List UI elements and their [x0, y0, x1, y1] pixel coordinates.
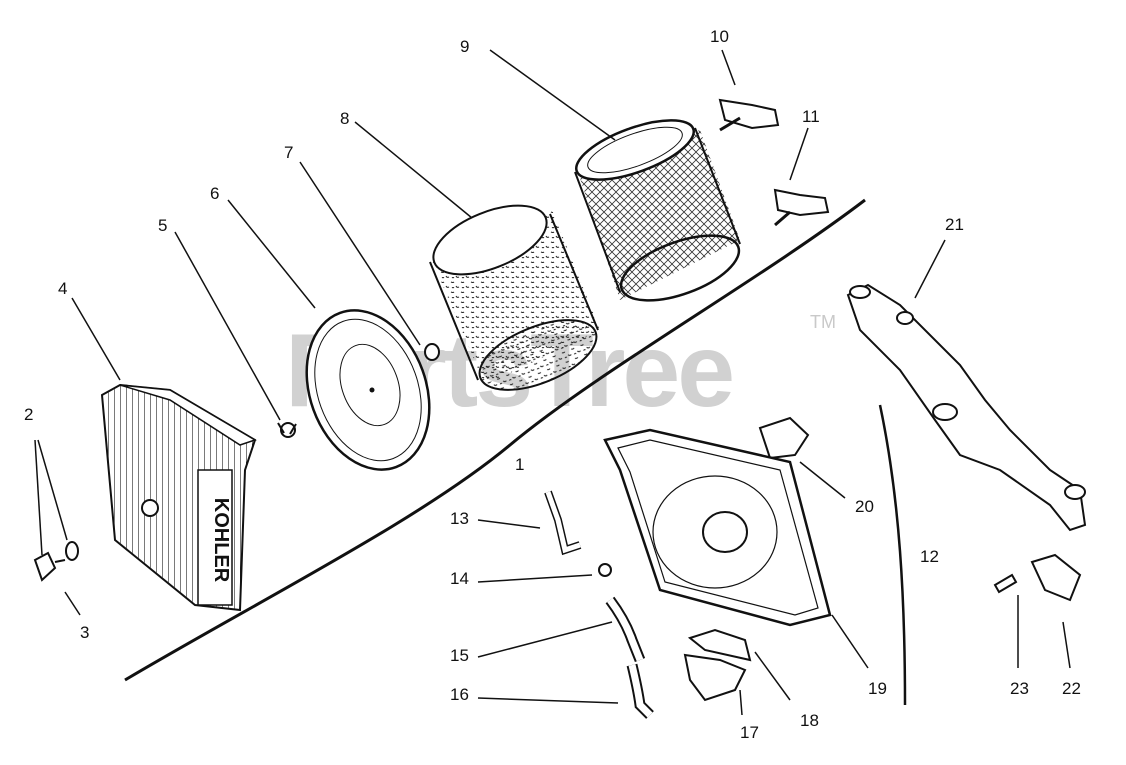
callout-15: 15 [450, 646, 469, 665]
callout-16: 16 [450, 685, 469, 704]
callout-3: 3 [80, 623, 90, 642]
callout-13: 13 [450, 509, 469, 528]
breather-tube-13-inner [545, 491, 581, 554]
bracket-10 [718, 98, 780, 132]
callout-20: 20 [855, 497, 874, 516]
callout-4: 4 [58, 279, 68, 298]
callout-12: 12 [920, 547, 939, 566]
bracket-17 [683, 653, 747, 702]
bracket-18 [687, 628, 752, 662]
air-cleaner-base [603, 428, 832, 627]
callout-2: 2 [24, 405, 34, 424]
bracket-line-12 [878, 404, 907, 706]
screw-23 [993, 573, 1018, 594]
paper-element [574, 119, 741, 302]
cover-brand: KOHLER [210, 498, 232, 583]
washer [65, 541, 79, 561]
callout-18: 18 [800, 711, 819, 730]
callout-10: 10 [710, 27, 729, 46]
intake-manifold [846, 283, 1087, 532]
divider-curve [124, 198, 866, 682]
watermark-tm: TM [810, 312, 836, 332]
callout-22: 22 [1062, 679, 1081, 698]
bracket-11 [773, 188, 830, 227]
callout-8: 8 [340, 109, 350, 128]
air-cleaner-cover: KOHLER [100, 383, 257, 612]
wing-nut [277, 422, 297, 438]
cover-plate [305, 309, 431, 471]
leader-lines [34, 49, 1071, 716]
gasket-20 [758, 416, 810, 460]
gasket-22 [1030, 553, 1082, 602]
callout-14: 14 [450, 569, 469, 588]
knob [33, 551, 66, 582]
nut [424, 343, 440, 361]
callout-21: 21 [945, 215, 964, 234]
callout-9: 9 [460, 37, 470, 56]
clamp-14 [598, 563, 612, 577]
callout-11: 11 [802, 107, 820, 126]
callout-19: 19 [868, 679, 887, 698]
callout-6: 6 [210, 184, 220, 203]
callout-17: 17 [740, 723, 759, 742]
callout-1: 1 [515, 455, 525, 474]
callout-5: 5 [158, 216, 168, 235]
precleaner [429, 204, 600, 391]
callout-23: 23 [1010, 679, 1029, 698]
callout-7: 7 [284, 143, 294, 162]
